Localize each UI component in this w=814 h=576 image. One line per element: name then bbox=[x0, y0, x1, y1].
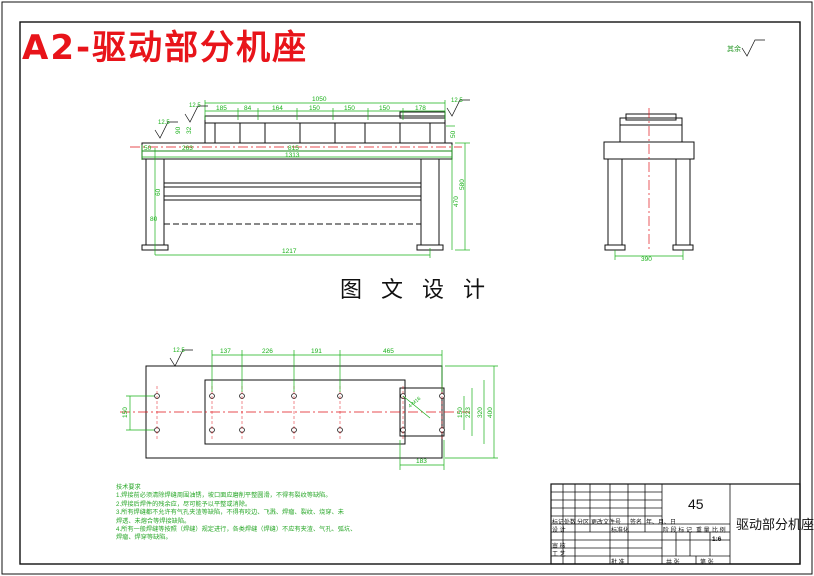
tech-line-6: 焊瘤、焊穿等缺陷。 bbox=[116, 534, 172, 542]
dim-150-right: 150 bbox=[457, 407, 464, 418]
dim-470: 470 bbox=[453, 196, 460, 207]
dim-263: 263 bbox=[182, 145, 193, 152]
dim-top-1: 185 bbox=[216, 105, 227, 112]
tb-label-mark: 标记 bbox=[552, 520, 565, 526]
dim-320: 320 bbox=[477, 407, 484, 418]
tech-line-5: 4.所有一般焊缝等按照（焊缝）规定进行，各类焊缝（焊缝）不应有夹渣、气孔、弧坑、 bbox=[116, 526, 357, 534]
dim-815: 815 bbox=[288, 145, 299, 152]
dim-80: 80 bbox=[150, 216, 158, 223]
tech-line-2: 2.焊接后焊件的残余应，尽可能予以平整或消除。 bbox=[116, 500, 252, 508]
dim-top-5: 150 bbox=[344, 105, 355, 112]
tb-label-date: 年、月、日 bbox=[646, 520, 677, 526]
side-view bbox=[603, 113, 695, 251]
dim-top-6: 150 bbox=[379, 105, 390, 112]
hole-note: 4-M16 bbox=[407, 396, 422, 410]
dim-183: 183 bbox=[416, 458, 427, 465]
top-view-holes bbox=[154, 393, 445, 433]
drawing-title: A2-驱动部分机座 bbox=[22, 28, 309, 68]
tb-label-check: 审 核 bbox=[552, 544, 566, 550]
roughness-value-3: 12.5 bbox=[451, 98, 463, 104]
tb-label-process: 工 艺 bbox=[552, 552, 566, 558]
tb-label-doc: 更改文件号 bbox=[591, 520, 622, 526]
inner-frame bbox=[19, 21, 801, 565]
dim-overall-length: 1050 bbox=[312, 96, 327, 103]
dim-150-left: 150 bbox=[122, 407, 129, 418]
dim-191: 191 bbox=[311, 348, 322, 355]
dim-50-left: 50 bbox=[144, 145, 152, 152]
dim-223: 223 bbox=[465, 407, 472, 418]
dim-400: 400 bbox=[487, 407, 494, 418]
tech-heading: 技术要求 bbox=[116, 484, 141, 491]
dim-top-7: 178 bbox=[415, 105, 426, 112]
tb-label-weight: 重 量 bbox=[696, 528, 710, 534]
watermark-text: 图 文 设 计 bbox=[340, 278, 491, 303]
tech-line-4: 焊透、未熔合等焊接缺陷。 bbox=[116, 517, 191, 525]
roughness-note: 其余 bbox=[727, 46, 741, 53]
dim-465: 465 bbox=[383, 348, 394, 355]
dim-top-2: 84 bbox=[244, 105, 252, 112]
tb-label-count: 处数 bbox=[564, 520, 577, 526]
roughness-value-2: 12.5 bbox=[158, 120, 170, 126]
dim-60: 60 bbox=[155, 188, 162, 196]
tech-line-3: 3.所有焊缝都不允许有气孔夹渣等缺陷，不得有咬边、飞溅、焊瘤、裂纹、烧穿、未 bbox=[116, 509, 344, 517]
dim-390: 390 bbox=[641, 256, 652, 263]
tb-label-total: 共 张 bbox=[666, 560, 680, 566]
tb-label-zone: 分区 bbox=[577, 520, 590, 526]
title-block-scale: 1:6 bbox=[712, 536, 722, 543]
dim-50-right: 50 bbox=[450, 130, 457, 138]
tb-label-std: 标准化 bbox=[611, 528, 630, 534]
tb-label-ratio: 比 例 bbox=[712, 528, 726, 534]
roughness-icon bbox=[154, 39, 765, 367]
dim-1313: 1313 bbox=[285, 152, 300, 159]
tb-label-sign: 签名 bbox=[630, 520, 643, 526]
dim-top-3: 164 bbox=[272, 105, 283, 112]
tb-label-approve: 批 准 bbox=[611, 560, 625, 566]
dim-226: 226 bbox=[262, 348, 273, 355]
dim-top-4: 150 bbox=[309, 105, 320, 112]
title-block-part-name: 驱动部分机座 bbox=[736, 517, 814, 532]
title-block-number: 45 bbox=[688, 496, 704, 512]
dim-580: 580 bbox=[459, 179, 466, 190]
tb-label-stage: 阶 段 标 记 bbox=[663, 528, 693, 534]
dim-90: 90 bbox=[175, 126, 182, 134]
tech-line-1: 1.焊接前必须清除焊缝周围油锈，坡口面应磨削平整圆滑，不得有裂纹等缺陷。 bbox=[116, 492, 332, 500]
tech-requirements: 技术要求 1.焊接前必须清除焊缝周围油锈，坡口面应磨削平整圆滑，不得有裂纹等缺陷… bbox=[116, 484, 376, 543]
title-block bbox=[550, 483, 801, 565]
dim-32: 32 bbox=[186, 126, 193, 134]
roughness-value-1: 12.5 bbox=[189, 103, 201, 109]
tb-label-design: 设 计 bbox=[552, 528, 566, 534]
dim-1217: 1217 bbox=[282, 248, 297, 255]
dim-137: 137 bbox=[220, 348, 231, 355]
roughness-value-top: 12.5 bbox=[173, 348, 185, 354]
front-view-dimensions bbox=[141, 100, 470, 258]
tb-label-sheet: 第 张 bbox=[700, 560, 714, 566]
